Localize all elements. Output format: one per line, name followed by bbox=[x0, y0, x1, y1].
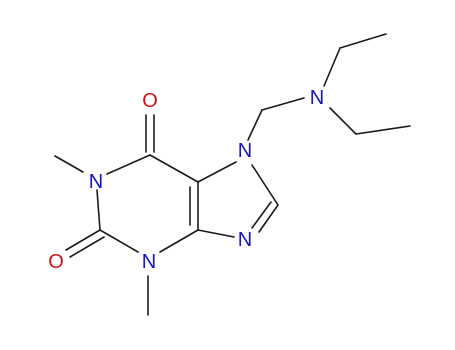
atom-o6-label: O bbox=[142, 90, 158, 112]
bond-namine-ethyl1 bbox=[323, 47, 341, 87]
atom-n3-label: N bbox=[142, 251, 156, 273]
atom-o2-label: O bbox=[48, 251, 64, 273]
atom-namine-label: N bbox=[310, 87, 324, 109]
atom-n7-label: N bbox=[238, 140, 252, 162]
atom-n1-label: N bbox=[89, 171, 103, 193]
bond-n7-c8 bbox=[251, 164, 279, 206]
bond-c2-n3 bbox=[99, 229, 139, 253]
atom-layer: O N O N N N N bbox=[48, 87, 324, 273]
bond-c8-n9-b bbox=[251, 201, 272, 229]
bond-c6-n1 bbox=[106, 154, 151, 175]
bond-n9-c4 bbox=[197, 229, 235, 238]
bond-n1-c2 bbox=[96, 189, 101, 231]
bond-n7-ch2 bbox=[247, 109, 263, 141]
bond-c8-n9-a bbox=[258, 204, 279, 233]
bond-c2-o2-b bbox=[69, 236, 105, 258]
bond-ethyl1-ch3 bbox=[339, 33, 387, 49]
bond-c6-c5 bbox=[149, 154, 199, 183]
bond-n1-methyl bbox=[54, 155, 84, 173]
bond-namine-ethyl2 bbox=[329, 107, 357, 135]
bond-n3-c4 bbox=[159, 229, 199, 253]
bond-c2-o2-a bbox=[65, 229, 101, 251]
bond-c5-n7 bbox=[197, 161, 237, 183]
bond-ch2-namine bbox=[261, 97, 305, 111]
bond-ethyl2-ch3 bbox=[355, 125, 411, 135]
bond-layer bbox=[54, 33, 411, 316]
atom-n9-label: N bbox=[238, 229, 252, 251]
